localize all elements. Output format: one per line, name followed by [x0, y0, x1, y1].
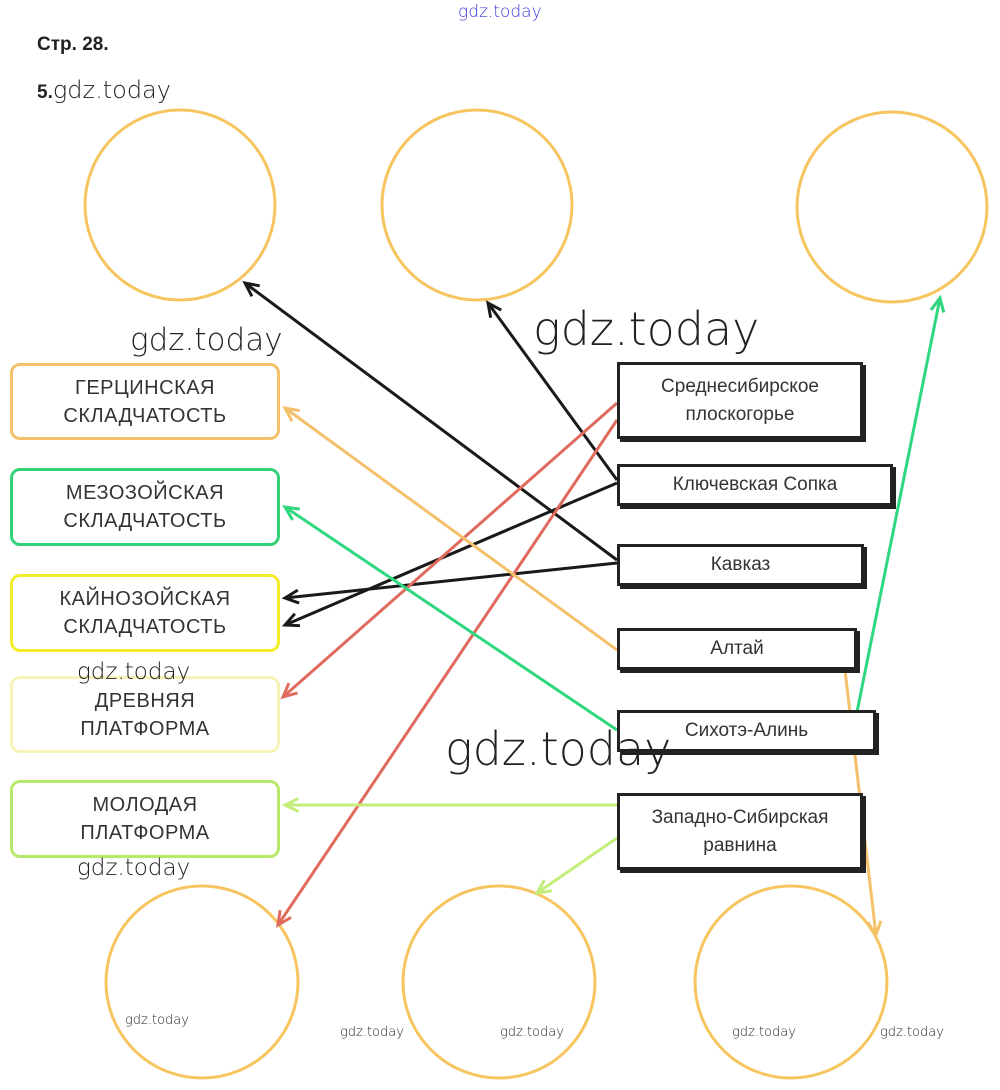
answer-circle-6 [693, 884, 889, 1080]
arrowhead-icon [281, 588, 300, 605]
box-label: СКЛАДЧАТОСТЬ [63, 616, 227, 638]
connection-arrow [855, 294, 946, 713]
watermark: gdz.today [732, 1025, 796, 1040]
connection-arrow [281, 561, 618, 605]
watermark: gdz.today [125, 1013, 189, 1028]
answer-circle-2 [380, 108, 574, 302]
watermark: gdz.today [533, 302, 760, 356]
connection-arrow [276, 419, 619, 928]
watermark: gdz.today [445, 722, 672, 776]
watermark: gdz.today [77, 659, 191, 685]
arrowhead-icon [534, 879, 553, 895]
box-west-siberian-plain: Западно-Сибирская равнина [617, 793, 863, 870]
watermark: gdz.today [880, 1025, 944, 1040]
task-number: 5. [37, 82, 53, 103]
connection-arrow [282, 405, 618, 652]
watermark-top: gdz.today [458, 2, 542, 22]
box-label: Ключевская Сопка [672, 474, 838, 495]
box-label: МЕЗОЗОЙСКАЯ [65, 482, 225, 504]
task-title: 5.gdz.today [37, 76, 171, 104]
connection-arrow [281, 797, 617, 813]
arrowhead-icon [929, 294, 946, 313]
answer-circle-1 [83, 108, 277, 302]
box-label: Западно-Сибирская [651, 806, 829, 828]
watermark: gdz.today [130, 322, 283, 358]
watermark: gdz.today [77, 855, 191, 881]
box-mesozoic-folding: МЕЗОЗОЙСКАЯ СКЛАДЧАТОСТЬ [10, 468, 280, 546]
box-altai: Алтай [617, 628, 857, 670]
box-label: равнина [703, 834, 777, 856]
box-label: ПЛАТФОРМА [80, 717, 210, 740]
connection-arrow [281, 481, 618, 628]
box-label: Кавказ [710, 554, 771, 575]
box-sikhote-alin: Сихотэ-Алинь [617, 710, 876, 752]
box-ancient-platform: ДРЕВНЯЯ ПЛАТФОРМА [10, 676, 280, 753]
connection-arrow [282, 505, 618, 732]
box-cenozoic-folding: КАЙНОЗОЙСКАЯ СКЛАДЧАТОСТЬ [10, 574, 280, 652]
answer-circle-3 [795, 110, 989, 304]
box-klyuchevskaya-sopka: Ключевская Сопка [617, 464, 893, 506]
arrowhead-icon [281, 797, 300, 813]
arrowhead-icon [485, 300, 502, 319]
box-label: Алтай [710, 638, 764, 659]
watermark: gdz.today [52, 76, 171, 104]
arrowhead-icon [282, 505, 301, 521]
connection-arrow [534, 836, 618, 895]
box-caucasus: Кавказ [617, 544, 864, 586]
answer-circle-4 [104, 884, 300, 1080]
arrowhead-icon [276, 909, 292, 928]
watermark: gdz.today [340, 1025, 404, 1040]
box-central-siberian-plateau: Среднесибирское плоскогорье [617, 362, 863, 439]
arrowhead-icon [281, 612, 301, 628]
box-label: СКЛАДЧАТОСТЬ [63, 404, 227, 427]
arrowhead-icon [280, 682, 298, 700]
box-label: ДРЕВНЯЯ [94, 689, 196, 712]
box-label: ГЕРЦИНСКАЯ [75, 376, 215, 399]
box-label: СКЛАДЧАТОСТЬ [63, 510, 227, 532]
box-label: ПЛАТФОРМА [80, 822, 210, 844]
answer-circle-5 [401, 884, 597, 1080]
box-label: МОЛОДАЯ [92, 794, 198, 816]
watermark: gdz.today [500, 1025, 564, 1040]
arrowhead-icon [866, 920, 883, 939]
arrowhead-icon [282, 405, 301, 422]
box-young-platform: МОЛОДАЯ ПЛАТФОРМА [10, 780, 280, 858]
box-label: Среднесибирское [661, 375, 819, 397]
box-hercynian-folding: ГЕРЦИНСКАЯ СКЛАДЧАТОСТЬ [10, 363, 280, 440]
box-label: Сихотэ-Алинь [684, 720, 809, 741]
connection-arrow [280, 401, 618, 700]
arrowhead-icon [242, 280, 261, 297]
box-label: КАЙНОЗОЙСКАЯ [59, 588, 231, 610]
box-label: плоскогорье [685, 403, 795, 425]
page-number: Стр. 28. [37, 34, 109, 55]
